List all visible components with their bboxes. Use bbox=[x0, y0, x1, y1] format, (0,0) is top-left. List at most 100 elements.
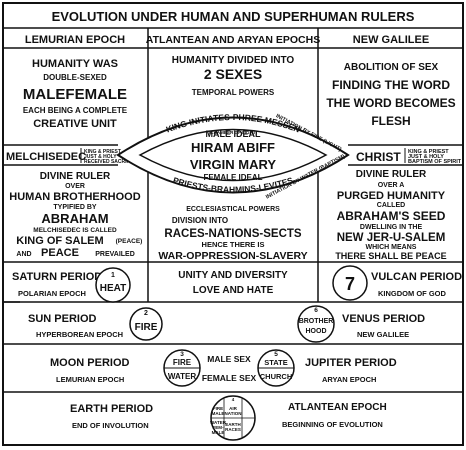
jupiter-row: 5 STATE CHURCH JUPITER PERIOD ARYAN EPOC… bbox=[257, 349, 397, 387]
jupiter-circle-num: 5 bbox=[274, 351, 278, 358]
earth-circle-text: EARTH bbox=[225, 422, 241, 427]
earth-circle-num: 4 bbox=[232, 397, 235, 402]
eye-female-ideal: FEMALE IDEAL bbox=[203, 173, 262, 182]
new-galilee-description: ABOLITION OF SEX FINDING THE WORD THE WO… bbox=[326, 62, 455, 128]
text-line: KING OF SALEM bbox=[16, 235, 103, 247]
melchisedec-label: MELCHISEDEC KING & PRIEST JUST & HOLY RE… bbox=[6, 148, 139, 165]
text-line: OVER A bbox=[378, 182, 405, 189]
eye-virgin: VIRGIN MARY bbox=[190, 157, 277, 172]
earth-circle-text: MALE bbox=[212, 411, 225, 416]
text-line: NEW JER-U-SALEM bbox=[337, 232, 446, 244]
text-line: JUST & HOLY bbox=[84, 154, 117, 160]
text-line: DOUBLE-SEXED bbox=[43, 73, 107, 82]
text-line: ABRAHAM'S SEED bbox=[337, 209, 446, 223]
venus-name: VENUS PERIOD bbox=[342, 313, 425, 325]
text-line: HUMAN BROTHERHOOD bbox=[9, 191, 140, 203]
text-line: WAR-OPPRESSION-SLAVERY bbox=[158, 250, 307, 262]
earth-circle-text: WATER bbox=[210, 420, 227, 425]
text-line: THE WORD BECOMES bbox=[326, 96, 455, 110]
unity-line1: UNITY AND DIVERSITY bbox=[178, 270, 288, 281]
text-line: EACH BEING A COMPLETE bbox=[23, 106, 128, 115]
eye-hiram: HIRAM ABIFF bbox=[191, 140, 275, 155]
text-line: DIVINE RULER bbox=[356, 169, 427, 180]
earth-circle-text: NATION bbox=[225, 411, 242, 416]
text-line: DIVINE RULER bbox=[40, 171, 111, 182]
temporal-powers-label: TEMPORAL POWERS bbox=[192, 88, 275, 97]
saturn-sub: POLARIAN EPOCH bbox=[18, 289, 86, 298]
jupiter-circle-word1: STATE bbox=[264, 358, 287, 367]
eye-male-ideal: MALE IDEAL bbox=[206, 129, 262, 139]
sexes-label: MALE SEX FEMALE SEX bbox=[202, 354, 257, 383]
moon-sub: LEMURIAN EPOCH bbox=[56, 375, 124, 384]
text-line: WHICH MEANS bbox=[366, 244, 417, 251]
text-line: DWELLING IN THE bbox=[360, 224, 423, 231]
moon-circle-num: 3 bbox=[180, 351, 184, 358]
earth-circle-text: RACES bbox=[225, 427, 241, 432]
saturn-circle-word: HEAT bbox=[100, 283, 126, 294]
venus-circle bbox=[297, 305, 335, 343]
text-line: RACES-NATIONS-SECTS bbox=[164, 228, 301, 240]
earth-circle-text: AIR bbox=[229, 406, 238, 411]
jupiter-sub: ARYAN EPOCH bbox=[322, 375, 376, 384]
sun-row: SUN PERIOD HYPERBOREAN EPOCH 2 FIRE bbox=[28, 307, 163, 341]
text-line: OVER bbox=[65, 183, 85, 190]
sun-circle bbox=[129, 307, 163, 341]
text-line: ABOLITION OF SEX bbox=[344, 62, 439, 73]
text-line: BAPTISM OF SPIRIT bbox=[408, 159, 462, 165]
vulcan-name: VULCAN PERIOD bbox=[371, 271, 462, 283]
vulcan-circle-num: 7 bbox=[345, 274, 355, 294]
vulcan-sub: KINGDOM OF GOD bbox=[378, 289, 446, 298]
christ-name: CHRIST bbox=[356, 150, 401, 164]
saturn-circle-num: 1 bbox=[111, 272, 115, 279]
text-line: CALLED bbox=[377, 202, 405, 209]
earth-name: EARTH PERIOD bbox=[70, 403, 153, 415]
human-brotherhood-description: DIVINE RULER OVER HUMAN BROTHERHOOD TYPI… bbox=[9, 171, 142, 259]
text-line: RECEIVED SACRIFICE bbox=[84, 159, 139, 165]
atlantean-name: ATLANTEAN EPOCH bbox=[288, 402, 387, 413]
text-line: KING & PRIEST bbox=[408, 149, 449, 155]
atlantean-description: HUMANITY DIVIDED INTO 2 SEXES TEMPORAL P… bbox=[172, 55, 295, 97]
text-line: CREATIVE UNIT bbox=[33, 118, 117, 130]
vulcan-row: 7 VULCAN PERIOD KINGDOM OF GOD bbox=[332, 265, 462, 301]
jupiter-name: JUPITER PERIOD bbox=[305, 357, 397, 369]
text-line: ABRAHAM bbox=[41, 211, 108, 226]
eye-top-arc-sub: (CHAMBER OF LIGHT) bbox=[209, 130, 258, 135]
col-header-lemurian: LEMURIAN EPOCH bbox=[25, 34, 125, 46]
saturn-name: SATURN PERIOD bbox=[12, 271, 102, 283]
text-line: HENCE THERE IS bbox=[202, 240, 265, 249]
jupiter-circle-word2: CHURCH bbox=[260, 372, 293, 381]
text-line: FINDING THE WORD bbox=[332, 78, 450, 92]
text-line: KING & PRIEST bbox=[84, 149, 121, 155]
unity-line2: LOVE AND HATE bbox=[193, 285, 274, 296]
text-line: THERE SHALL BE PEACE bbox=[335, 251, 446, 261]
sun-name: SUN PERIOD bbox=[28, 313, 97, 325]
text-line: HUMANITY DIVIDED INTO bbox=[172, 55, 295, 66]
venus-sub: NEW GALILEE bbox=[357, 330, 409, 339]
venus-circle-word1: BROTHER bbox=[299, 318, 334, 325]
text-line: 2 SEXES bbox=[204, 66, 262, 82]
vulcan-circle bbox=[332, 265, 368, 301]
text-line: MALEFEMALE bbox=[23, 86, 127, 103]
lemurian-description: HUMANITY WAS DOUBLE-SEXED MALEFEMALE EAC… bbox=[23, 58, 128, 130]
eye-outer bbox=[116, 116, 350, 194]
ecclesiastical-label: ECCLESIASTICAL POWERS bbox=[186, 206, 280, 213]
earth-circle-text: MALE bbox=[212, 430, 225, 435]
eye-inner bbox=[138, 128, 328, 182]
text-line: MELCHISEDEC IS CALLED bbox=[33, 227, 117, 234]
text-line: TYPIFIED BY bbox=[53, 204, 97, 211]
venus-circle-num: 6 bbox=[314, 307, 318, 314]
venus-row: 6 BROTHER HOOD VENUS PERIOD NEW GALILEE bbox=[297, 305, 425, 343]
atlantean-sub: BEGINNING OF EVOLUTION bbox=[282, 420, 383, 429]
page-title: EVOLUTION UNDER HUMAN AND SUPERHUMAN RUL… bbox=[52, 9, 415, 24]
earth-row: EARTH PERIOD END OF INVOLUTION 4 FIRE MA… bbox=[70, 395, 387, 441]
moon-name: MOON PERIOD bbox=[50, 357, 130, 369]
saturn-row: SATURN PERIOD POLARIAN EPOCH 1 HEAT bbox=[12, 267, 131, 303]
purged-humanity-description: DIVINE RULER OVER A PURGED HUMANITY CALL… bbox=[335, 169, 446, 261]
melchisedec-name: MELCHISEDEC bbox=[6, 151, 86, 163]
division-description: DIVISION INTO RACES-NATIONS-SECTS HENCE … bbox=[158, 216, 307, 262]
moon-row: MOON PERIOD LEMURIAN EPOCH 3 FIRE WATER bbox=[50, 349, 201, 387]
female-sex-label: FEMALE SEX bbox=[202, 373, 257, 383]
text-line: HUMANITY WAS bbox=[32, 58, 118, 70]
